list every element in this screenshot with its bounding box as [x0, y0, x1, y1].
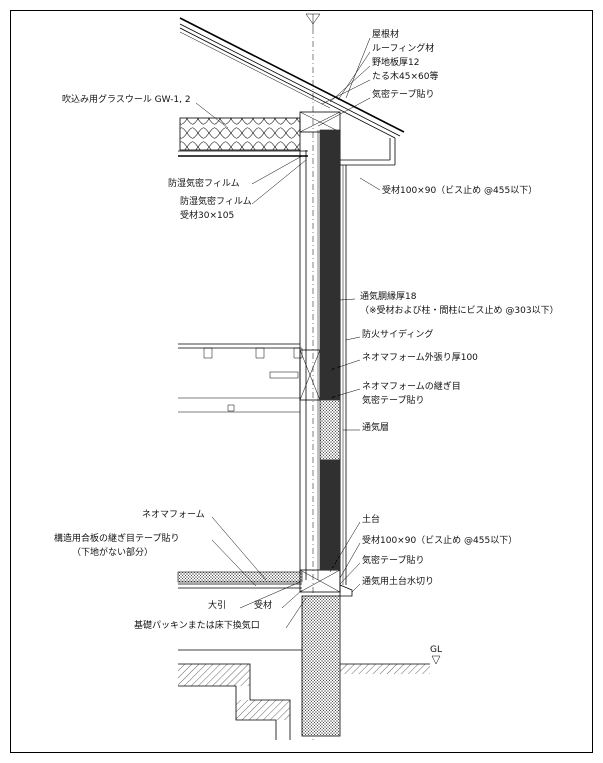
ceiling-insulation	[178, 117, 308, 157]
ground-floor	[177, 569, 353, 597]
wall-lines	[299, 130, 347, 585]
label-plywood-joint: 構造用合板の継ぎ目テープ貼り	[54, 532, 179, 544]
label-receiver-bottom: 受材100×90（ビス止め @455以下）	[362, 534, 517, 546]
label-vapor-film-2: 防湿気密フィルム	[180, 195, 252, 207]
label-airtight-tape-top: 気密テープ貼り	[372, 88, 434, 100]
labels: 屋根材 ルーフィング材 野地板厚12 たる木45×60等 吹込み用グラスウール …	[54, 28, 559, 655]
label-furring: 通気胴縁厚18	[360, 290, 417, 302]
label-airtight-tape-bottom: 気密テープ貼り	[362, 554, 424, 566]
label-receiver: 受材	[254, 599, 272, 611]
label-furring-note: （※受材および柱・間柱にビス止め @303以下）	[360, 304, 559, 316]
second-floor	[178, 343, 321, 413]
label-fire-siding: 防火サイディング	[362, 328, 433, 340]
label-rafter: たる木45×60等	[372, 70, 438, 82]
label-packing: 基礎パッキンまたは床下換気口	[134, 619, 260, 631]
label-vent-layer: 通気層	[362, 421, 389, 433]
label-sheathing-board: 野地板厚12	[372, 56, 419, 68]
label-roof-material: 屋根材	[372, 28, 399, 40]
label-neoma-joint: ネオマフォームの継ぎ目	[362, 380, 461, 392]
label-blown-glass-wool: 吹込み用グラスウール GW-1, 2	[62, 93, 191, 105]
top-beam	[299, 111, 341, 133]
label-girder: 大引	[208, 599, 226, 611]
leader-lines	[195, 37, 381, 629]
label-roofing-material: ルーフィング材	[372, 42, 434, 54]
drawing-frame	[10, 10, 593, 753]
label-receiver-top: 受材100×90（ビス止め @455以下）	[382, 184, 537, 196]
label-neoma-floor: ネオマフォーム	[142, 509, 205, 520]
roof	[179, 17, 405, 166]
foundation	[178, 595, 430, 740]
label-sill: 土台	[362, 513, 380, 525]
label-vent-flashing: 通気用土台水切り	[362, 575, 434, 587]
center-axis	[305, 13, 321, 740]
label-vapor-film-1: 防湿気密フィルム	[168, 177, 240, 189]
label-neoma-ext: ネオマフォーム外張り厚100	[362, 351, 478, 363]
label-batten-30: 受材30×105	[180, 209, 234, 221]
label-gl: GL	[430, 645, 442, 655]
gl-marker	[431, 655, 441, 665]
label-neoma-joint-tape: 気密テープ貼り	[362, 394, 424, 406]
exterior-insulation	[319, 129, 341, 571]
label-plywood-note: （下地がない部分）	[72, 546, 153, 558]
